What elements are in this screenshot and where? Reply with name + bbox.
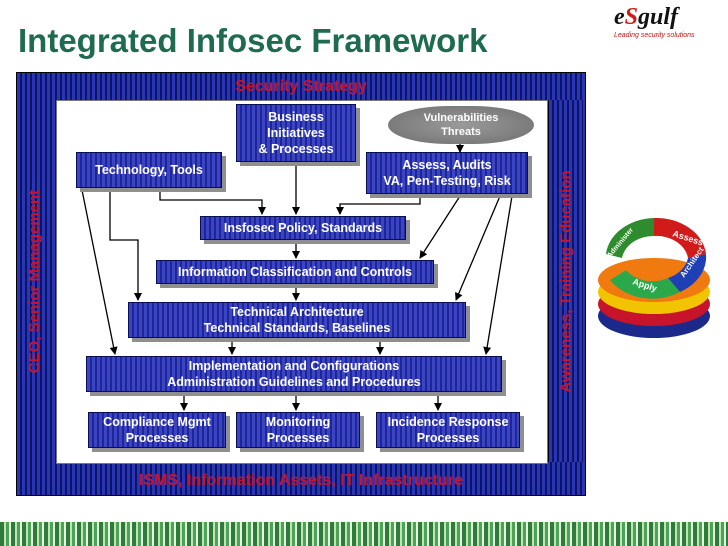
infosec-policy-box: Insfosec Policy, Standards [200,216,406,240]
arrow-tech-to-policy [159,190,266,215]
technical-architecture-box: Technical Architecture Technical Standar… [128,302,466,338]
monitoring-box: Monitoring Processes [236,412,360,448]
band-isms: ISMS, Information Assets, IT Infrastruct… [139,472,463,489]
logo-tagline: Leading security solutions [614,32,695,39]
incidence-response-box: Incidence Response Processes [376,412,520,448]
assess-audits-box: Assess, Audits VA, Pen-Testing, Risk [366,152,528,194]
arrow-assess-to-architecture [455,195,501,301]
band-awareness: Awareness, Training Education [548,100,583,462]
cycle-segment-assess [654,217,706,258]
security-lifecycle-graphic: Assess Architect Apply Administer [598,217,710,338]
logo-wordmark: eSgulf [614,4,679,30]
implementation-configurations-box: Implementation and Configurations Admini… [86,356,502,392]
arrow-assess-to-classification [419,195,461,259]
vulnerabilities-threats-cloud: Vulnerabilities Threats [388,106,534,144]
business-initiatives-box: Business Initiatives & Processes [236,104,356,162]
arrow-assess-to-policy [336,196,421,215]
compliance-mgmt-box: Compliance Mgmt Processes [88,412,226,448]
arrow-assess-to-implementation [483,195,513,355]
esgulf-logo: eSgulf Leading security solutions [612,4,724,46]
cycle-segment-administer [606,218,654,258]
footer-circuit-strip [0,522,728,546]
cycle-segment-architect [668,254,707,292]
cycle-segment-apply [610,270,680,299]
arrow-tech-to-architecture [109,190,142,301]
page-title: Integrated Infosec Framework [18,22,488,59]
arrow-tech-to-implementation [81,189,118,355]
information-classification-box: Information Classification and Controls [156,260,434,284]
technology-tools-box: Technology, Tools [76,152,222,188]
band-security-strategy: Security Strategy [235,78,367,95]
